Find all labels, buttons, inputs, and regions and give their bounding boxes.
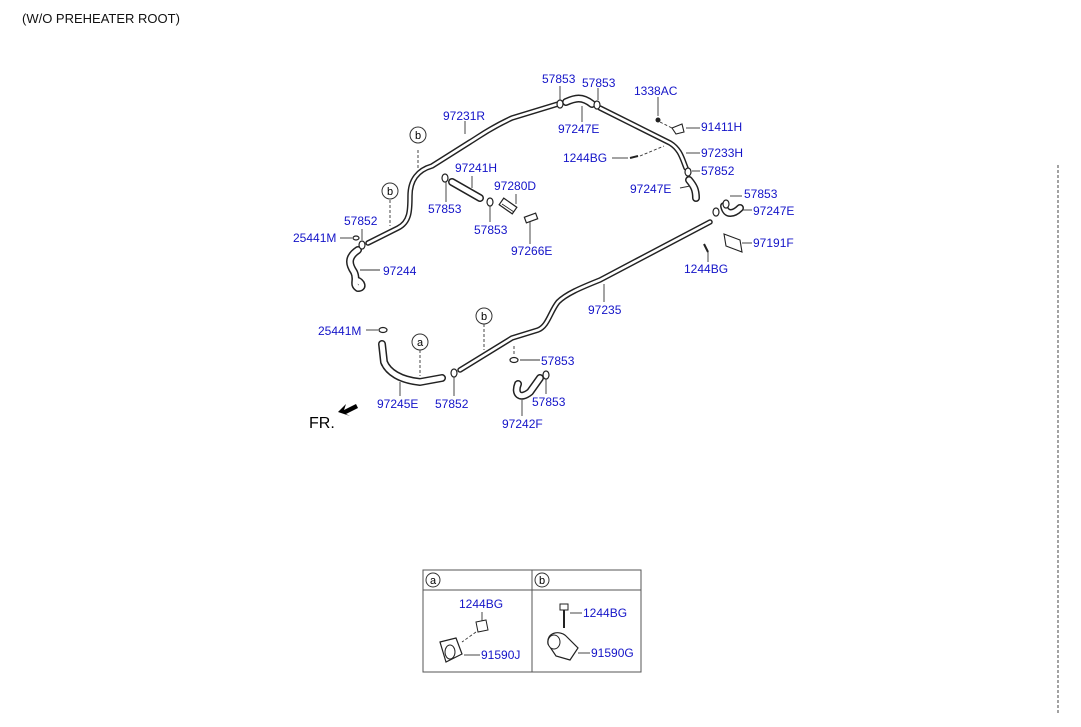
label-1244BG-right: 1244BG <box>684 262 728 276</box>
label-57853-r2: 57853 <box>744 187 778 201</box>
clamp-57852-low <box>450 368 458 378</box>
legend-b-bolt-icon <box>559 603 569 611</box>
label-57853-low: 57853 <box>541 354 575 368</box>
clamp-57853-low <box>509 356 519 364</box>
pipe-97233H <box>597 105 689 171</box>
bracket-97191F <box>723 233 743 253</box>
label-57852-low: 57852 <box>435 397 469 411</box>
callout-a-1: a <box>411 333 429 351</box>
part-labels: 57853 57853 1338AC 97231R 91411H 97247E … <box>293 72 794 431</box>
svg-text:b: b <box>387 186 393 198</box>
hose-97245E <box>378 340 446 386</box>
clamp-57853-low2 <box>542 370 550 380</box>
front-arrow-icon <box>338 404 358 416</box>
label-97247E-top: 97247E <box>558 122 599 136</box>
legend-a-bolt-icon <box>475 619 489 633</box>
connector-97266E <box>523 212 539 224</box>
connector-97280D <box>498 197 518 215</box>
label-97233H: 97233H <box>701 146 743 160</box>
clamp-57853-mid <box>441 173 449 183</box>
clamp-57853-top-b <box>593 100 601 110</box>
pipe-97235 <box>457 219 713 373</box>
clip-25441M-top <box>352 235 360 241</box>
bolt-1244BG-right <box>703 243 709 253</box>
legend-table: a b 1244BG 91590J 1244BG 91590G <box>422 569 642 673</box>
callout-b-2: b <box>381 182 399 200</box>
svg-text:b: b <box>415 130 421 142</box>
hose-97241H <box>448 178 484 202</box>
svg-text:b: b <box>481 311 487 323</box>
label-97247E-r2: 97247E <box>753 204 794 218</box>
leader-lines <box>340 86 752 416</box>
callout-b-3: b <box>475 307 493 325</box>
clamp-57853-top-a <box>556 99 564 109</box>
clamp-57853-mid2 <box>486 197 494 207</box>
label-97235: 97235 <box>588 303 622 317</box>
label-1244BG-top: 1244BG <box>563 151 607 165</box>
front-direction-indicator: FR. <box>309 404 358 432</box>
hose-97247E-mid <box>685 176 700 202</box>
label-97242F: 97242F <box>502 417 543 431</box>
label-97280D: 97280D <box>494 179 536 193</box>
svg-text:a: a <box>430 575 437 587</box>
legend-b-bolt-label: 1244BG <box>583 606 627 620</box>
bolt-1244BG-top <box>629 155 639 159</box>
legend-b-clamp-label: 91590G <box>591 646 634 660</box>
legend-a-clamp-label: 91590J <box>481 648 520 662</box>
label-25441M-bot: 25441M <box>318 324 361 338</box>
label-97241H: 97241H <box>455 161 497 175</box>
fr-label: FR. <box>309 415 335 432</box>
hose-97244 <box>346 246 366 292</box>
label-25441M-top: 25441M <box>293 231 336 245</box>
hose-97247E-top <box>562 94 596 108</box>
page-title: (W/O PREHEATER ROOT) <box>22 11 180 26</box>
clamp-57852-left <box>358 240 366 250</box>
label-57853-top-b: 57853 <box>582 76 616 90</box>
callout-b-1: b <box>409 126 427 144</box>
label-97231R: 97231R <box>443 109 485 123</box>
label-57852-left: 57852 <box>344 214 378 228</box>
label-97266E: 97266E <box>511 244 552 258</box>
label-57852-right: 57852 <box>701 164 735 178</box>
legend-tag-a: a <box>425 572 441 588</box>
clamp-rings <box>352 99 730 380</box>
label-97191F: 97191F <box>753 236 794 250</box>
clip-25441M-bot <box>378 326 388 334</box>
bolt-1338AC <box>655 117 661 123</box>
clamp-57852-right <box>684 167 692 177</box>
svg-text:a: a <box>417 337 424 349</box>
legend-tag-b: b <box>534 572 550 588</box>
bracket-91411H <box>655 117 685 135</box>
clamp-57853-r2 <box>722 199 730 209</box>
label-1338AC: 1338AC <box>634 84 678 98</box>
svg-text:b: b <box>539 575 545 587</box>
label-57853-mid2: 57853 <box>474 223 508 237</box>
label-57853-low2: 57853 <box>532 395 566 409</box>
pipe-97231R <box>365 101 561 246</box>
label-97247E-mid: 97247E <box>630 182 671 196</box>
label-97245E: 97245E <box>377 397 418 411</box>
clamp-57852-r2 <box>712 207 720 217</box>
label-97244: 97244 <box>383 264 417 278</box>
hose-97242F <box>512 374 544 400</box>
label-91411H: 91411H <box>701 120 742 134</box>
legend-a-bolt-label: 1244BG <box>459 597 503 611</box>
label-57853-mid: 57853 <box>428 202 462 216</box>
label-57853-top-a: 57853 <box>542 72 576 86</box>
